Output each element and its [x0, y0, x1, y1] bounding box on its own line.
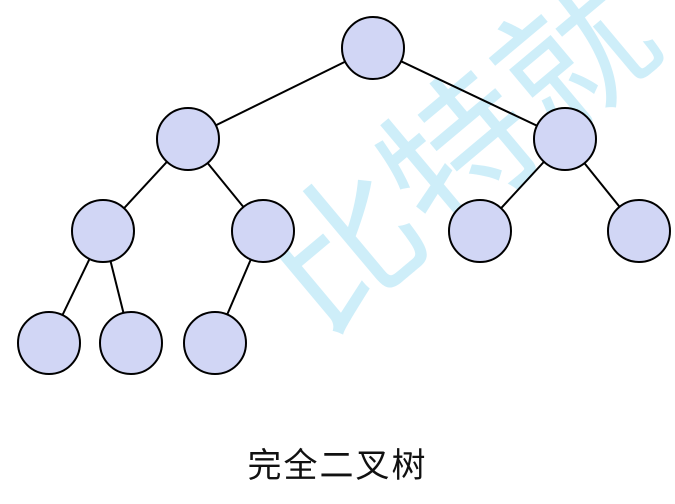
diagram-caption: 完全二叉树	[247, 446, 428, 486]
tree-nodes	[17, 16, 671, 375]
tree-node-lrl	[183, 311, 247, 375]
tree-node-root	[341, 16, 405, 80]
tree-node-l	[156, 107, 220, 171]
watermark: 比特就	[233, 0, 675, 366]
tree-node-r	[533, 107, 597, 171]
watermark-text: 比特就	[233, 0, 675, 366]
tree-node-rr	[607, 199, 671, 263]
tree-node-ll	[71, 199, 135, 263]
tree-node-lr	[231, 199, 295, 263]
tree-edge-root-r	[372, 47, 566, 140]
tree-node-rl	[448, 199, 512, 263]
tree-node-lll	[17, 311, 81, 375]
tree-node-llr	[99, 311, 163, 375]
binary-tree-diagram: 比特就	[17, 0, 675, 375]
tree-edge-root-l	[187, 47, 374, 140]
